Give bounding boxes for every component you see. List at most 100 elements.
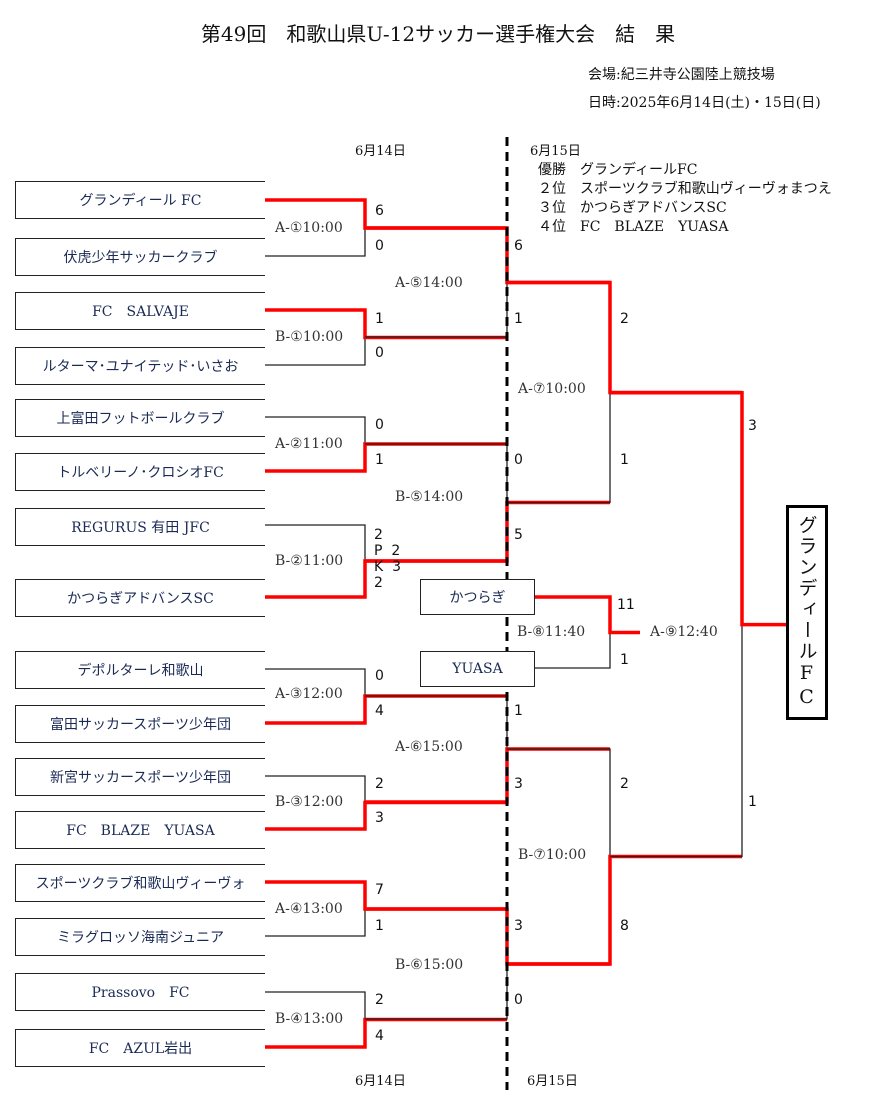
team-box: かつらぎアドバンスSC — [15, 579, 265, 617]
score: 0 — [514, 452, 523, 468]
score: 5 — [514, 527, 523, 543]
bracket-line — [265, 228, 366, 257]
match-label: B-⑧11:40 — [517, 624, 586, 640]
team-box: FC SALVAJE — [15, 292, 265, 330]
match-label: B-③12:00 — [275, 794, 344, 810]
score: 2 — [620, 311, 629, 327]
pk-score: 2 — [391, 543, 401, 559]
bracket-line — [610, 624, 743, 858]
score: 8 — [620, 918, 629, 934]
pk-k: K — [374, 559, 384, 575]
bracket-line — [265, 524, 366, 561]
score: 0 — [514, 992, 523, 1008]
dates: 日時:2025年6月14日(土)・15日(日) — [588, 95, 821, 111]
winner-line — [610, 391, 786, 627]
match-label: A-⑤14:00 — [395, 275, 463, 291]
score: 0 — [375, 417, 384, 433]
match-label: A-③12:00 — [275, 686, 343, 702]
score: 0 — [375, 668, 384, 684]
bracket-line — [265, 668, 366, 696]
team-box: Prassovo FC — [15, 973, 265, 1011]
results-list: 優勝 グランディールFC ２位 スポーツクラブ和歌山ヴィーヴォまつえ ３位 かつ… — [538, 161, 832, 237]
score: 2 — [374, 527, 383, 543]
score: 1 — [620, 652, 629, 668]
day2-label-top: 6月15日 — [530, 144, 581, 159]
pk-p: P — [374, 543, 383, 559]
pk-indicator: 2 P 2 K 3 2 — [374, 527, 401, 591]
winner-line — [365, 747, 610, 804]
score: 0 — [375, 238, 384, 254]
match-label: B-②11:00 — [275, 553, 344, 569]
team-box: 上富田フットボールクラブ — [15, 399, 265, 437]
winner-line — [507, 280, 742, 395]
team-box: ミラグロッソ海南ジュニア — [15, 918, 265, 956]
score: 3 — [514, 918, 523, 934]
result-3rd: ３位 かつらぎアドバンスSC — [538, 200, 727, 216]
champion-box: グランディールFC — [786, 505, 828, 720]
match-label: B-①10:00 — [275, 329, 344, 345]
third-place-team: YUASA — [420, 651, 535, 687]
score: 11 — [617, 597, 635, 613]
winner-line — [365, 907, 610, 966]
pk-score: 3 — [392, 559, 402, 575]
score: 2 — [375, 992, 384, 1008]
score: 6 — [514, 238, 523, 254]
match-label: B-⑤14:00 — [395, 489, 464, 505]
bracket-line — [265, 416, 366, 444]
bracket-line — [265, 775, 366, 803]
match-label: A-②11:00 — [275, 436, 343, 452]
score: 4 — [375, 1028, 384, 1044]
score: 1 — [514, 311, 523, 327]
score: 1 — [375, 311, 384, 327]
match-label: A-①10:00 — [275, 220, 343, 236]
team-box: トルベリーノ･クロシオFC — [15, 453, 265, 491]
score: 3 — [514, 776, 523, 792]
match-label: A-⑦10:00 — [518, 381, 586, 397]
match-label: A-⑨12:40 — [650, 624, 718, 640]
venue: 会場:紀三井寺公園陸上競技場 — [588, 67, 775, 83]
result-4th: ４位 FC BLAZE YUASA — [538, 219, 729, 235]
bracket-line — [507, 392, 611, 504]
match-label: B-④13:00 — [275, 1011, 344, 1027]
team-box: FC AZUL岩出 — [15, 1029, 265, 1067]
team-box: ルターマ･ユナイテッド･いさお — [15, 347, 265, 385]
score: 3 — [375, 810, 384, 826]
team-box: グランディール FC — [15, 181, 265, 219]
winner-line — [365, 500, 610, 563]
score: 2 — [375, 776, 384, 792]
match-label: A-④13:00 — [275, 901, 343, 917]
result-2nd: ２位 スポーツクラブ和歌山ヴィーヴォまつえ — [538, 181, 832, 197]
bracket-line — [535, 632, 611, 669]
match-label: A-⑥15:00 — [395, 739, 463, 755]
team-box: 新宮サッカースポーツ少年団 — [15, 758, 265, 796]
score: 1 — [375, 452, 384, 468]
score: 1 — [514, 703, 523, 719]
score: 6 — [375, 203, 384, 219]
bracket-line — [265, 991, 366, 1020]
bracket-line — [265, 909, 366, 937]
bracket-line — [265, 337, 366, 366]
score: 0 — [375, 345, 384, 361]
score: 1 — [375, 918, 384, 934]
third-place-team: かつらぎ — [420, 579, 535, 615]
score: 2 — [374, 575, 383, 591]
score: 3 — [748, 418, 757, 434]
day1-label-top: 6月14日 — [355, 144, 406, 159]
score: 2 — [620, 776, 629, 792]
team-box: スポーツクラブ和歌山ヴィーヴォ — [15, 864, 265, 902]
team-box: デポルターレ和歌山 — [15, 651, 265, 689]
result-1st: 優勝 グランディールFC — [538, 162, 698, 178]
score: 4 — [375, 703, 384, 719]
match-label: B-⑥15:00 — [395, 957, 464, 973]
score: 7 — [375, 882, 384, 898]
team-box: 伏虎少年サッカークラブ — [15, 238, 265, 276]
day1-label-bottom: 6月14日 — [355, 1074, 406, 1089]
score: 1 — [748, 794, 757, 810]
winner-line — [507, 854, 742, 966]
page-title: 第49回 和歌山県U-12サッカー選手権大会 結 果 — [200, 22, 676, 46]
team-box: REGURUS 有田 JFC — [15, 508, 265, 546]
team-box: 富田サッカースポーツ少年団 — [15, 705, 265, 743]
day2-label-bottom: 6月15日 — [527, 1074, 578, 1089]
